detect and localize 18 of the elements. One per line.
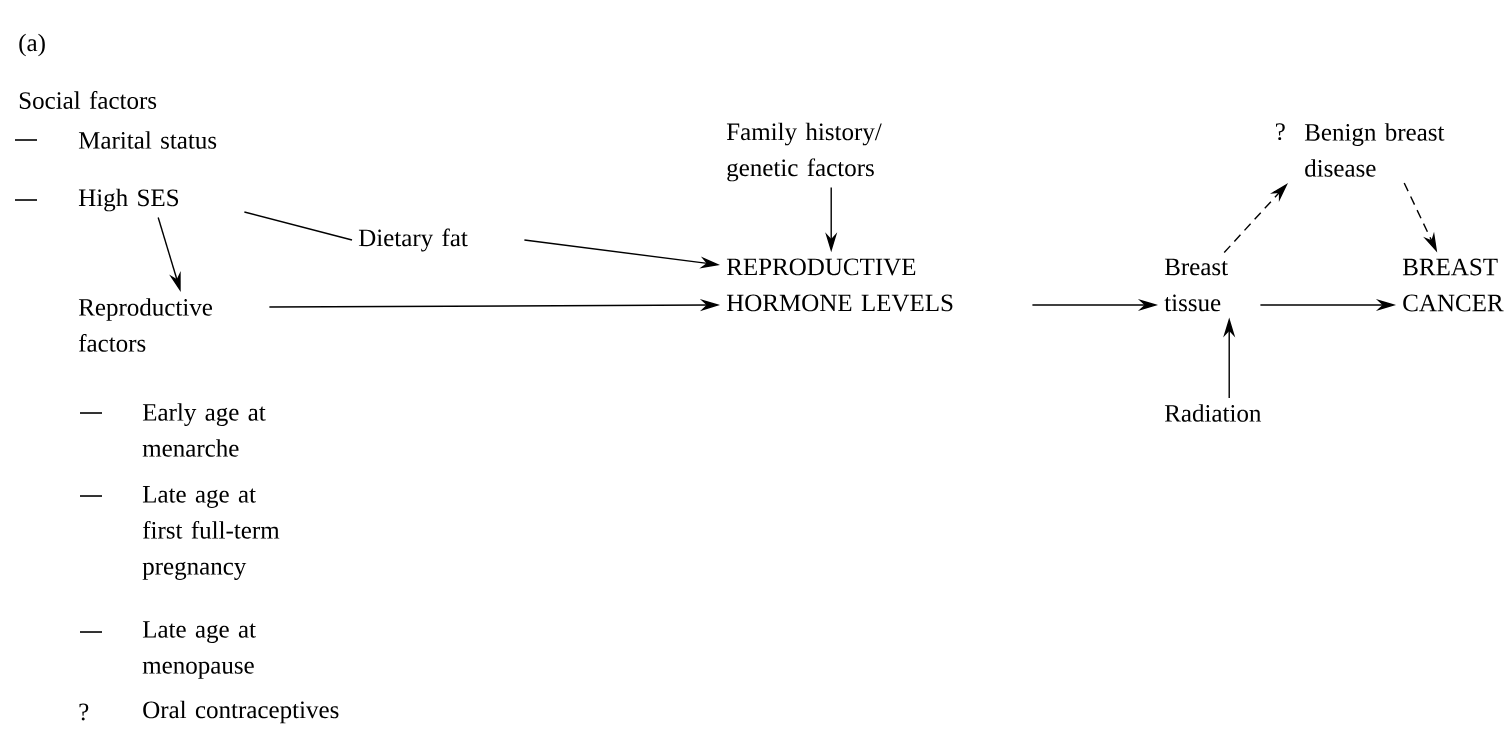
node-text: Radiation [1164, 404, 1262, 422]
label-text: (a) [19, 33, 45, 57]
label-text: Oral contraceptives [143, 700, 339, 724]
node-text: REPRODUCTIVE HORMONE LEVELS [726, 258, 953, 312]
label-text: Social factors [19, 91, 157, 109]
node-text: Dietary fat [358, 228, 468, 252]
node-text: High SES [78, 188, 179, 212]
label-text: ? [79, 703, 89, 721]
node-text: Family history/ genetic factors [726, 122, 882, 182]
label-text: Late age at menopause [142, 621, 256, 679]
label-text: Marital status [78, 131, 217, 149]
node-text: BREAST CANCER [1402, 258, 1504, 312]
node-text: Reproductive factors [78, 298, 213, 352]
label-text: Late age at first full-term pregnancy [142, 486, 280, 580]
node-text: Breast tissue [1164, 258, 1228, 312]
label-text: Early age at menarche [142, 403, 266, 457]
question-mark: ? [1276, 123, 1285, 141]
node-text: Benign breast disease [1304, 123, 1445, 177]
